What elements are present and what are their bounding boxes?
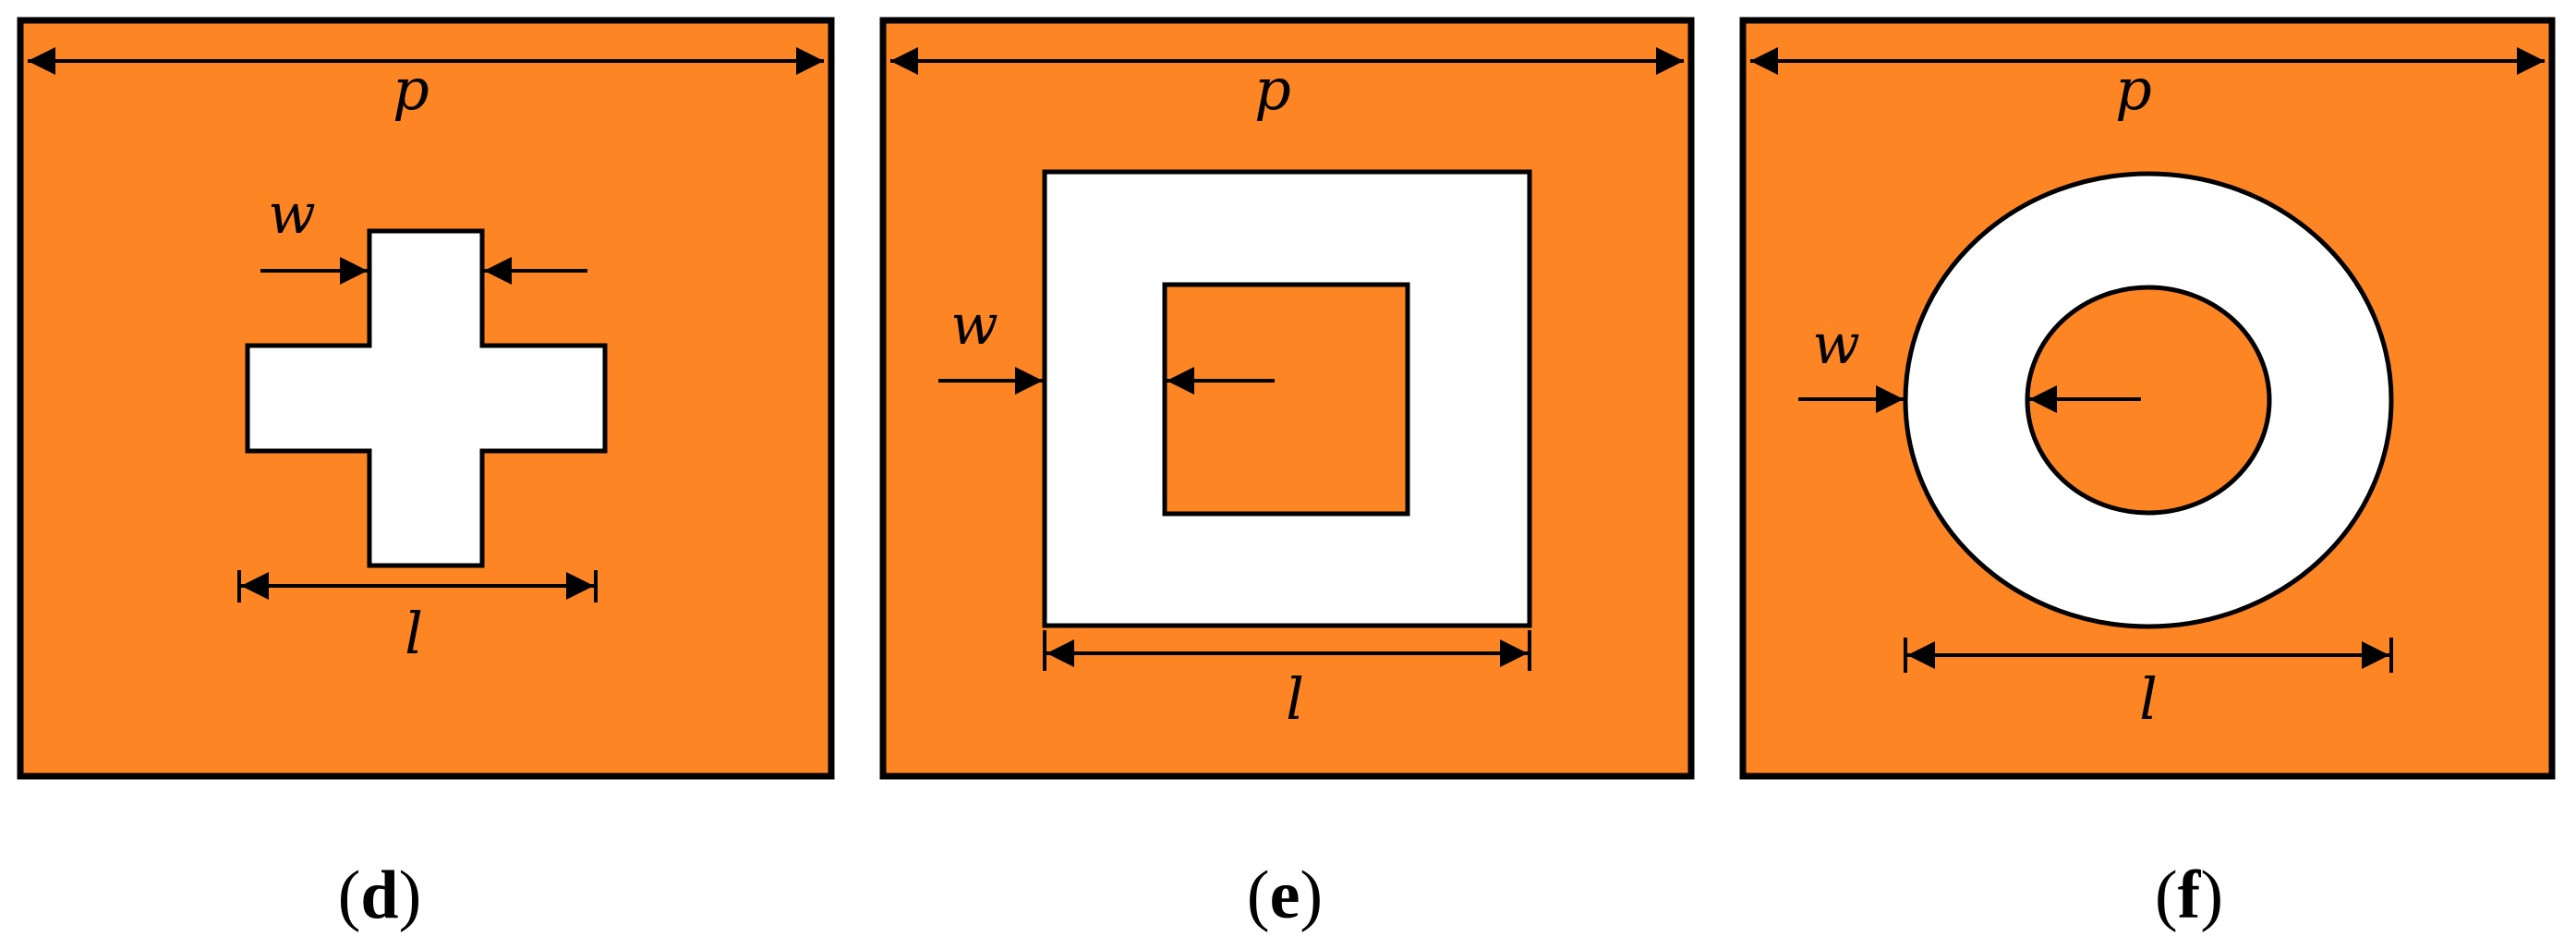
square-ring-inner-patch bbox=[1162, 282, 1410, 517]
caption-letter-f: f bbox=[2178, 858, 2202, 933]
caption-letter-e: e bbox=[1270, 858, 1300, 933]
panel-e: p w l (e) bbox=[879, 17, 1695, 933]
width-label-d: w bbox=[268, 182, 315, 247]
caption-e: (e) bbox=[1247, 858, 1323, 933]
cross-slot bbox=[245, 228, 608, 568]
circular-ring-inner-patch bbox=[2025, 285, 2272, 516]
panel-d: p w l (d) bbox=[17, 17, 835, 933]
width-label-f: w bbox=[1812, 312, 1859, 377]
caption-f: (f) bbox=[2155, 858, 2223, 933]
width-label-e: w bbox=[950, 293, 998, 358]
caption-d: (d) bbox=[338, 858, 421, 933]
length-label-d: l bbox=[405, 600, 423, 667]
caption-letter-d: d bbox=[360, 858, 398, 933]
period-label-e: p bbox=[1254, 55, 1291, 123]
panel-f: p w l (f) bbox=[1739, 17, 2556, 933]
length-label-f: l bbox=[2139, 665, 2158, 733]
period-label-f: p bbox=[2115, 55, 2152, 123]
length-label-e: l bbox=[1286, 665, 1304, 733]
period-label-d: p bbox=[393, 55, 429, 123]
